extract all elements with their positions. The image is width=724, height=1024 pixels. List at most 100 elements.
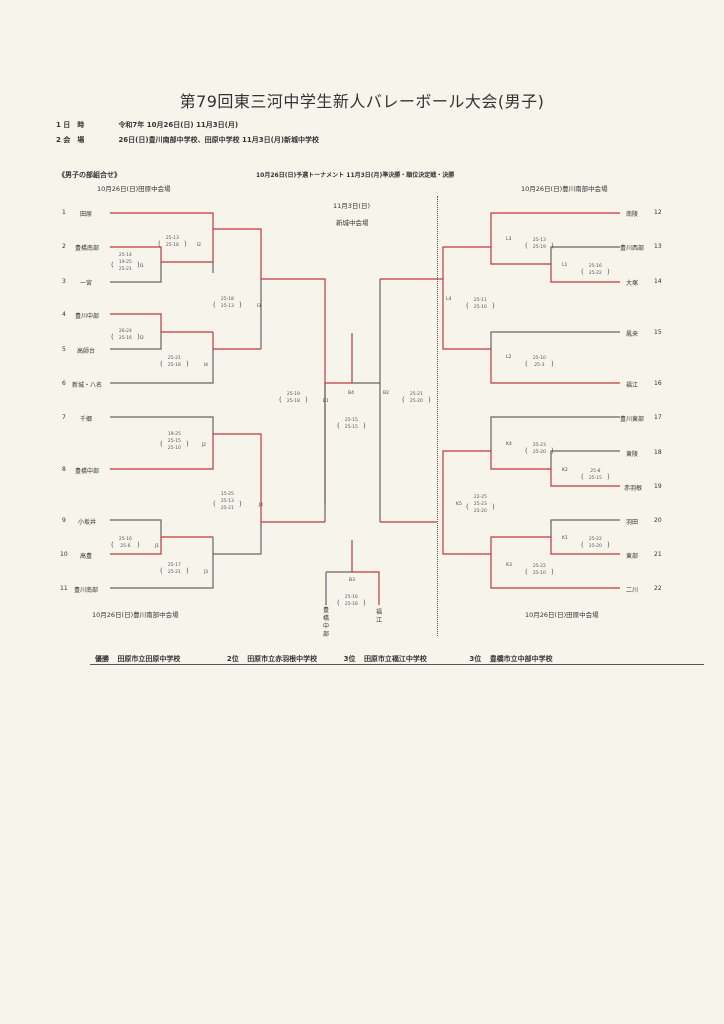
line-i2-win: [212, 228, 262, 279]
result-rank: 優勝: [95, 655, 109, 663]
match-code: J2: [201, 443, 207, 448]
team-name: 小坂井: [78, 519, 97, 526]
team-number: 11: [60, 585, 68, 592]
line-t22: [442, 522, 620, 589]
line-t16: [490, 349, 620, 384]
team-number: 17: [654, 414, 662, 421]
match-b3-code: B3: [349, 578, 355, 583]
set-score: 25-21: [409, 391, 423, 397]
team-name: 赤羽根: [624, 485, 643, 492]
line-t5: [110, 332, 162, 350]
set-score: 25-10: [473, 304, 487, 310]
match-code: I4: [203, 363, 209, 368]
result-rank: 2位: [226, 655, 239, 663]
team-name: 高師台: [77, 348, 96, 355]
line-t6: [110, 349, 214, 384]
set-score: 25-15: [588, 475, 602, 481]
match-j1: ( 25-16 25-6 ) J1: [111, 536, 160, 550]
venue-right-bottom: 10月26日(日)田原中会場: [525, 611, 599, 619]
match-b4-code: B4: [348, 391, 354, 396]
schedule-note: 10月26日(日)予選トーナメント 11月3日(月)準決勝・順位決定戦・決勝: [256, 172, 455, 179]
set-score: 25-18: [220, 296, 234, 302]
set-score: 25-11: [473, 297, 487, 303]
team-number: 18: [654, 449, 662, 456]
line-t10: [110, 536, 213, 555]
match-i3: ( 25-18 25-13 ) I3: [213, 296, 262, 310]
line-t19: [442, 450, 620, 522]
team-number: 10: [60, 551, 68, 558]
third-place-right-team: 福江: [375, 609, 382, 624]
meta-venue: 2 会 場 26日(日)豊川南部中学校、田原中学校 11月3日(月)新城中学校: [56, 135, 319, 145]
team-name: 豊川中部: [75, 313, 100, 320]
match-l2: ( 25-10 25-3 ): [525, 355, 554, 369]
set-score: 25-16: [588, 263, 602, 269]
set-score: 25-18: [167, 362, 181, 368]
team-name: 豊橋南部: [75, 245, 100, 252]
set-score: 25-19: [286, 391, 300, 397]
set-score: 25-16: [118, 335, 132, 341]
center-venue: 新城中会場: [336, 219, 369, 227]
set-score: 25-20: [473, 509, 487, 514]
line-t13: [550, 246, 620, 264]
line-i4: [212, 332, 261, 350]
result-rank: 3位: [343, 655, 356, 663]
section-label: 《男子の部組合せ》: [58, 171, 121, 179]
team-number: 4: [62, 311, 66, 318]
set-score: 25-6: [120, 543, 131, 549]
set-score: 25-19: [532, 244, 546, 250]
final-results: 優勝 田原市立田原中学校 2位 田原市立赤羽根中学校 3位 田原市立福江中学校 …: [95, 654, 553, 664]
match-j4: ( 15-25 25-13 25-21 ) J4: [213, 492, 264, 511]
team-number: 3: [62, 278, 66, 285]
team-number: 14: [654, 278, 662, 285]
meta-venue-key: 2 会 場: [56, 136, 85, 144]
match-k2: ( 25-8 25-15 ): [581, 468, 610, 482]
match-k3-code: K3: [506, 563, 512, 568]
set-score: 25-22: [588, 270, 602, 276]
meta-date-key: 1 日 時: [56, 121, 85, 129]
line-b2-win: [380, 278, 437, 523]
set-score: 25-16: [118, 536, 132, 542]
bracket-lines: [110, 212, 620, 605]
line-t20: [550, 519, 620, 537]
match-l3: ( 25-13 25-19 ): [525, 237, 554, 251]
set-score: 19-25: [118, 260, 132, 265]
set-score: 25-22: [588, 536, 602, 542]
meta-date: 1 日 時 令和7年 10月26日(日) 11月3日(月): [56, 120, 238, 130]
set-score: 25-16: [344, 601, 358, 607]
set-score: 25-18: [165, 242, 179, 248]
result-school: 田原市立赤羽根中学校: [247, 655, 318, 663]
set-score: 25-16: [344, 594, 358, 600]
set-score: 25-15: [167, 439, 181, 444]
set-score: 25-14: [118, 253, 132, 258]
set-score: 25-10: [532, 570, 546, 576]
result-rank: 3位: [469, 655, 482, 663]
team-number: 15: [654, 329, 662, 336]
set-score: 25-15: [344, 424, 358, 430]
team-number: 12: [654, 209, 662, 216]
match-b2: ( 25-21 25-20 ): [402, 391, 431, 405]
line-t3: [110, 262, 162, 283]
team-name: 豊川南部: [74, 587, 99, 594]
page-title: 第79回東三河中学生新人バレーボール大会(男子): [179, 92, 545, 111]
line-t2: [110, 246, 213, 263]
team-name: 東部: [626, 553, 639, 560]
line-t8: [110, 433, 262, 522]
line-t21: [490, 536, 620, 555]
line-l3: [442, 246, 491, 350]
set-score: 25-10: [167, 446, 181, 451]
match-b3: ( 25-16 25-16 ): [337, 594, 366, 608]
match-k5: ( 22-25 25-23 25-20 ): [466, 495, 495, 514]
set-score: 25-21: [220, 506, 234, 511]
set-score: 26-24: [118, 328, 132, 334]
team-number: 22: [654, 585, 662, 592]
set-score: 22-25: [473, 495, 487, 500]
match-b4: ( 25-15 25-15 ): [337, 417, 366, 431]
set-score: 25-13: [220, 303, 234, 309]
match-code: I2: [139, 336, 144, 341]
match-code: J1: [154, 544, 160, 549]
match-k1-code: K1: [562, 536, 568, 541]
line-t12: [490, 212, 620, 247]
team-number: 5: [62, 346, 66, 353]
set-score: 25-23: [532, 442, 546, 448]
match-code: I2: [196, 243, 202, 248]
